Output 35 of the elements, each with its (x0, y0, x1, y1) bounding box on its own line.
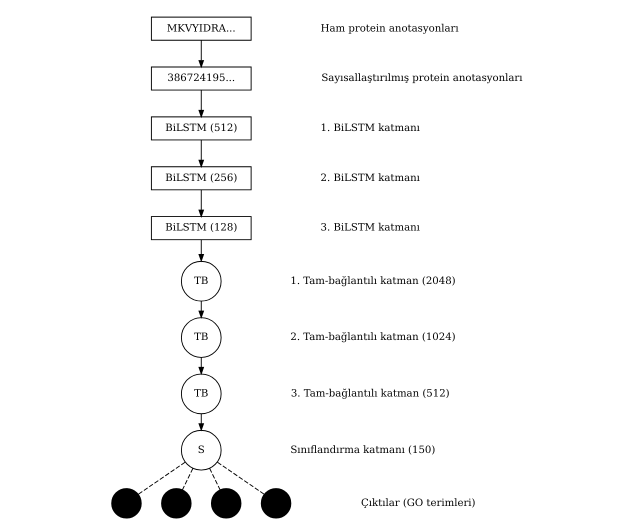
arrow (198, 140, 204, 168)
node-box: BiLSTM (256) (150, 166, 252, 190)
node-circle: TB (180, 374, 222, 414)
label: Sınıflandırma katmanı (150) (290, 444, 436, 456)
label: Sayısallaştırılmış protein anotasyonları (321, 73, 523, 84)
label: Ham protein anotasyonları (320, 23, 459, 34)
label: 1. BiLSTM katmanı (320, 123, 420, 134)
node-box: BiLSTM (512) (150, 116, 252, 140)
node-circle: S (180, 430, 222, 471)
arrow (198, 40, 204, 68)
node-circle: TB (180, 260, 222, 302)
arrow (198, 239, 204, 262)
connector (209, 468, 220, 490)
arrow (198, 300, 204, 319)
arrow (198, 189, 204, 218)
label: Çıktılar (GO terimleri) (361, 498, 476, 509)
node-circle: TB (180, 317, 222, 358)
label: 2. Tam-bağlantılı katman (1024) (290, 332, 456, 344)
node-box: 386724195... (150, 66, 252, 91)
connector (138, 462, 186, 495)
label: 3. Tam-bağlantılı katman (512) (290, 388, 450, 400)
arrow (198, 413, 204, 432)
node-circle (210, 488, 242, 519)
label: 1. Tam-bağlantılı katman (2048) (290, 276, 456, 287)
node-box: BiLSTM (128) (150, 216, 252, 240)
node-box: MKVYIDRA... (150, 16, 252, 41)
node-circle (260, 488, 292, 519)
label: 3. BiLSTM katmanı (320, 222, 420, 234)
arrow (198, 357, 204, 376)
connector (217, 462, 265, 495)
node-circle (161, 488, 192, 519)
connector (182, 468, 194, 490)
arrow (198, 90, 204, 118)
label: 2. BiLSTM katmanı (320, 172, 420, 184)
node-circle (111, 488, 142, 519)
